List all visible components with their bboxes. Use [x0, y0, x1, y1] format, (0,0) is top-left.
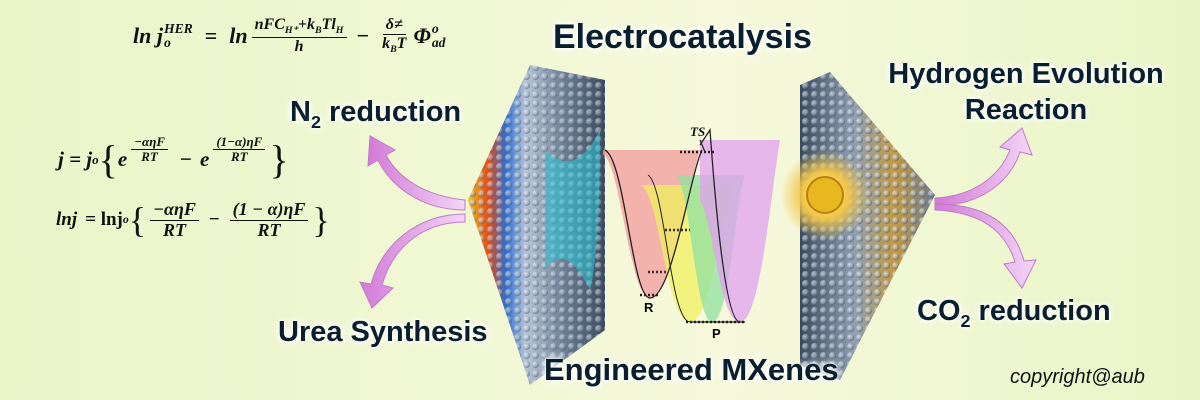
co2-reduction-label: CO2 reduction	[917, 295, 1111, 331]
p-label: P	[712, 326, 721, 341]
arrow-to-co2	[934, 203, 1037, 289]
mxene-slab-right	[780, 72, 935, 380]
arrow-to-n2	[367, 135, 466, 211]
energy-well-purple	[700, 140, 780, 322]
copyright-text: copyright@aub	[1010, 366, 1145, 388]
n2-reduction-label: N2 reduction	[290, 96, 462, 132]
hydrogen-evolution-label: Hydrogen Evolution Reaction	[888, 58, 1164, 126]
engineered-mxenes-label: Engineered MXenes	[544, 352, 839, 387]
ts-label: TS	[690, 124, 706, 139]
arrow-to-her	[934, 127, 1033, 207]
r-label: R	[644, 300, 654, 315]
electrocatalysis-title: Electrocatalysis	[553, 18, 812, 56]
arrow-to-urea	[359, 213, 466, 309]
energy-diagram	[603, 128, 780, 324]
mxene-slab-left	[468, 65, 605, 385]
urea-synthesis-label: Urea Synthesis	[278, 316, 488, 348]
